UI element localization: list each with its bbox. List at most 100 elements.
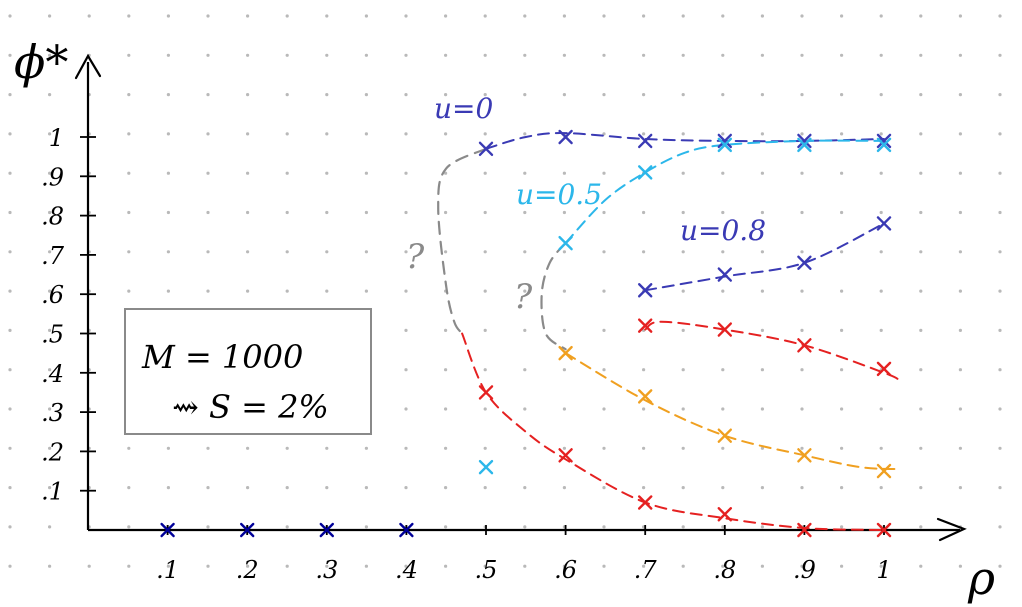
- grid-dot: [760, 93, 765, 97]
- grid-dot: [404, 368, 408, 372]
- grid-dot: [681, 525, 685, 529]
- x-tick-label: .8: [713, 556, 736, 584]
- grid-dot: [681, 53, 685, 57]
- grid-dot: [444, 368, 448, 372]
- grid-dot: [958, 368, 963, 372]
- data-point-marker: [717, 507, 732, 522]
- grid-dot: [8, 53, 12, 57]
- grid-dot: [285, 171, 289, 175]
- data-point-marker: [638, 495, 653, 510]
- marker-stroke: [876, 133, 892, 149]
- grid-dot: [444, 486, 448, 490]
- grid-dot: [246, 210, 250, 215]
- grid-dot: [246, 446, 250, 450]
- grid-dot: [206, 289, 210, 293]
- data-point-marker: [876, 133, 892, 149]
- grid-dot: [8, 210, 12, 215]
- grid-dot: [523, 93, 527, 97]
- grid-dot: [8, 525, 12, 529]
- grid-dot: [681, 486, 685, 490]
- grid-dot: [404, 210, 408, 215]
- grid-dot: [602, 171, 606, 175]
- x-tick-label: .2: [236, 556, 259, 584]
- data-point-marker: [478, 141, 494, 156]
- grid-dot: [840, 14, 844, 18]
- grid-dot: [166, 53, 170, 57]
- marker-stroke: [478, 385, 494, 400]
- grid-dot: [840, 446, 844, 450]
- data-point-marker: [478, 385, 494, 400]
- marker-stroke: [160, 522, 175, 538]
- grid-dot: [879, 14, 883, 18]
- grid-dot: [364, 250, 368, 254]
- grid-dot: [998, 132, 1002, 136]
- series-curve: [644, 320, 901, 382]
- data-point-marker: [638, 165, 653, 180]
- grid-dot: [562, 250, 567, 254]
- grid-dot: [998, 564, 1002, 568]
- grid-dot: [444, 132, 448, 136]
- grid-dot: [48, 525, 52, 529]
- grid-dot: [48, 210, 52, 215]
- grid-dot: [404, 564, 408, 568]
- grid-dot: [206, 446, 210, 450]
- x-tick-label: .7: [634, 556, 658, 584]
- data-point-marker: [797, 133, 812, 149]
- grid-dot: [879, 93, 883, 97]
- data-point-marker: [717, 133, 732, 149]
- x-tick-label: .3: [315, 556, 338, 584]
- grid-dot: [325, 53, 329, 57]
- grid-dot: [721, 525, 725, 529]
- grid-dot: [166, 132, 170, 136]
- grid-dot: [523, 132, 527, 136]
- grid-dot: [523, 564, 527, 568]
- grid-dot: [325, 564, 329, 568]
- grid-dot: [919, 328, 923, 332]
- data-point-marker: [160, 522, 175, 538]
- grid-dot: [760, 53, 765, 57]
- grid-dot: [760, 132, 765, 136]
- grid-dot: [166, 210, 170, 215]
- grid-dot: [325, 289, 329, 293]
- y-axis-arrowhead: [74, 53, 102, 80]
- grid-dot: [840, 93, 844, 97]
- grid-dot: [919, 446, 923, 450]
- grid-dot: [48, 289, 52, 293]
- grid-dot: [206, 132, 210, 136]
- grid-dot: [958, 132, 963, 136]
- grid-dot: [879, 289, 883, 293]
- grid-dot: [840, 328, 844, 332]
- grid-dot: [760, 289, 765, 293]
- grid-dot: [325, 446, 329, 450]
- grid-dot: [919, 53, 923, 57]
- grid-dot: [483, 289, 487, 293]
- grid-dot: [800, 407, 804, 411]
- grid-dot: [48, 407, 52, 411]
- marker-stroke: [797, 137, 812, 153]
- grid-dot: [998, 446, 1002, 450]
- grid-dot: [879, 132, 883, 136]
- grid-dot: [602, 132, 606, 136]
- grid-dot: [998, 171, 1002, 175]
- grid-dot: [919, 289, 923, 293]
- grid-dot: [325, 486, 329, 490]
- grid-dot: [325, 132, 329, 136]
- grid-dot: [8, 368, 12, 372]
- marker-stroke: [638, 495, 653, 510]
- grid-dot: [523, 446, 527, 450]
- data-point-marker: [638, 133, 653, 149]
- grid-dot: [800, 171, 804, 175]
- grid-dot: [760, 210, 765, 215]
- grid-dot: [127, 250, 131, 254]
- grid-dot: [681, 407, 685, 411]
- data-point-marker: [876, 216, 892, 231]
- grid-dot: [285, 53, 289, 57]
- grid-dot: [483, 250, 487, 254]
- grid-dot: [562, 53, 567, 57]
- grid-dot: [325, 14, 329, 18]
- grid-dot: [760, 14, 765, 18]
- uncertain-links: [437, 147, 567, 351]
- grid-dot: [879, 486, 883, 490]
- grid-dot: [681, 328, 685, 332]
- marker-stroke: [717, 133, 732, 149]
